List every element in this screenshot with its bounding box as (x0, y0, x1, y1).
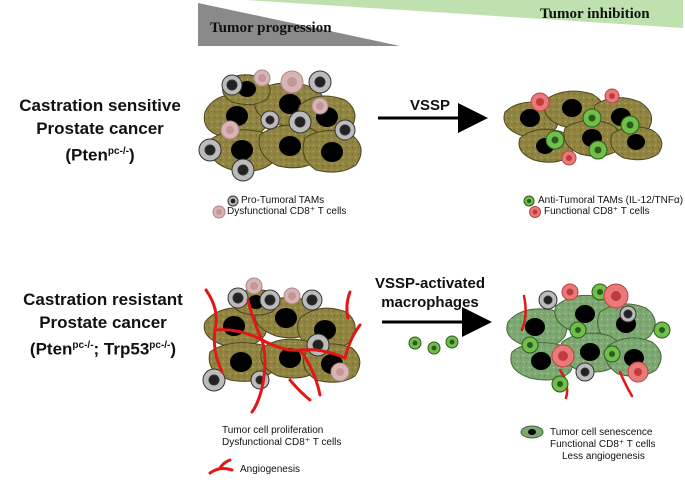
row1-title: Castration sensitive Prostate cancer (Pt… (0, 94, 200, 167)
progression-banner (198, 0, 683, 46)
pro-tumoral-tam (221, 74, 243, 96)
legend-pro-tumoral-tams: Pro-Tumoral TAMs (241, 195, 325, 206)
pro-tumoral-tam (260, 110, 280, 130)
functional-t-cell (627, 361, 649, 383)
functional-t-cell (561, 283, 579, 301)
dysfunctional-t-cell (253, 69, 271, 87)
dysfunctional-t-cell (311, 97, 329, 115)
row2-title-line2: Prostate cancer (39, 313, 167, 332)
senescent-cell (506, 308, 568, 349)
pro-tumoral-tam (288, 110, 312, 134)
row1-right-tumor-cluster (503, 88, 663, 166)
row1-title-line3: (Ptenpc-/-) (0, 140, 200, 167)
legend-row2-functional-t-cells: Functional CD8⁺ T cells (550, 439, 656, 450)
legend-anti-tumoral-tams: Anti-Tumoral TAMs (IL-12/TNFα) (538, 195, 684, 206)
functional-t-cell (604, 88, 620, 104)
tumor-inhibition-label: Tumor inhibition (540, 6, 650, 22)
vssp-macrophages-line1: VSSP-activated (374, 275, 486, 292)
row2-paren: ) (170, 339, 177, 359)
anti-tumoral-tam (603, 345, 621, 363)
activated-macrophage (445, 335, 459, 349)
row2-gene-b: ; Trp53 (93, 339, 150, 359)
activated-macrophage (408, 336, 422, 350)
row2-left-tumor-cluster (202, 277, 362, 414)
senescent-cell-icon (520, 425, 544, 439)
dysfunctional-t-cell (245, 277, 263, 295)
functional-t-cell (603, 283, 629, 309)
row2-title-line1: Castration resistant (23, 290, 183, 309)
pro-tumoral-tam (198, 138, 222, 162)
pro-tumoral-tam (308, 70, 332, 94)
inhibition-wedge (246, 0, 683, 28)
row1-title-line2: Prostate cancer (36, 119, 164, 138)
pro-tumoral-tam (538, 290, 558, 310)
row2-gene-a: (Pten (29, 339, 73, 359)
senescent-cell (560, 332, 623, 373)
legend-tumor-cell-senescence: Tumor cell senescence (550, 427, 653, 438)
pro-tumoral-tam (227, 287, 249, 309)
row1-gene: (Pten (65, 145, 108, 165)
row1-title-line1: Castration sensitive (19, 96, 181, 115)
pro-tumoral-tam (259, 289, 281, 311)
row2-gene-b-sup: pc-/- (149, 340, 171, 351)
functional-t-cell (561, 150, 577, 166)
anti-tumoral-tam (551, 375, 569, 393)
anti-tumoral-tam (545, 130, 565, 150)
legend-less-angiogenesis: Less angiogenesis (562, 451, 645, 462)
angiogenesis-vessels (204, 288, 362, 414)
pro-tumoral-tam (202, 368, 226, 392)
pro-tumoral-tam (231, 158, 255, 182)
row1-paren: ) (128, 145, 135, 165)
anti-tumoral-tam (569, 321, 587, 339)
legend-angiogenesis: Angiogenesis (240, 464, 301, 475)
row1-gene-sup: pc-/- (107, 146, 129, 157)
pro-tumoral-tam (575, 362, 595, 382)
dysfunctional-t-cell (280, 70, 304, 94)
legend-tumor-cell-proliferation: Tumor cell proliferation (222, 425, 324, 436)
anti-tumoral-tam (653, 321, 671, 339)
row2-title: Castration resistant Prostate cancer (Pt… (0, 288, 206, 361)
pro-tumoral-tam-icon (227, 195, 239, 207)
angiogenesis-icon (208, 458, 234, 475)
row2-gene-a-sup: pc-/- (72, 340, 94, 351)
anti-tumoral-tam (620, 115, 640, 135)
functional-t-cell (530, 92, 550, 112)
anti-tumoral-tam-icon (523, 195, 535, 207)
vssp-macrophages-label: VSSP-activated macrophages (360, 274, 500, 312)
dysfunctional-t-cell (220, 120, 240, 140)
anti-tumoral-tam (582, 108, 602, 128)
pro-tumoral-tam (619, 305, 637, 323)
row2-right-tumor-cluster (506, 283, 671, 400)
pro-tumoral-tam (334, 119, 356, 141)
functional-t-cell (551, 344, 575, 368)
dysfunctional-t-cell (330, 362, 350, 382)
vssp-label: VSSP (409, 97, 451, 114)
activated-macrophage (427, 341, 441, 355)
anti-tumoral-tam (588, 140, 608, 160)
legend-row2-dysfunctional-t-cells: Dysfunctional CD8⁺ T cells (222, 437, 342, 448)
functional-t-cell-icon (529, 206, 541, 218)
legend-functional-t-cells: Functional CD8⁺ T cells (544, 206, 650, 217)
progression-wedge (198, 3, 400, 46)
tumor-cell (610, 126, 663, 161)
tumor-cell (302, 130, 362, 173)
dysfunctional-t-cell (283, 287, 301, 305)
anti-tumoral-tam (521, 336, 539, 354)
activated-macrophages (408, 335, 459, 355)
vssp-macrophages-line2: macrophages (381, 294, 479, 311)
dysfunctional-t-cell-icon (212, 205, 226, 219)
row1-left-tumor-cluster (198, 69, 362, 182)
legend-dysfunctional-t-cells: Dysfunctional CD8⁺ T cells (227, 206, 347, 217)
pro-tumoral-tam (301, 289, 323, 311)
tumor-progression-label: Tumor progression (210, 20, 332, 36)
pro-tumoral-tam (250, 370, 270, 390)
row2-title-line3: (Ptenpc-/-; Trp53pc-/-) (0, 334, 206, 361)
